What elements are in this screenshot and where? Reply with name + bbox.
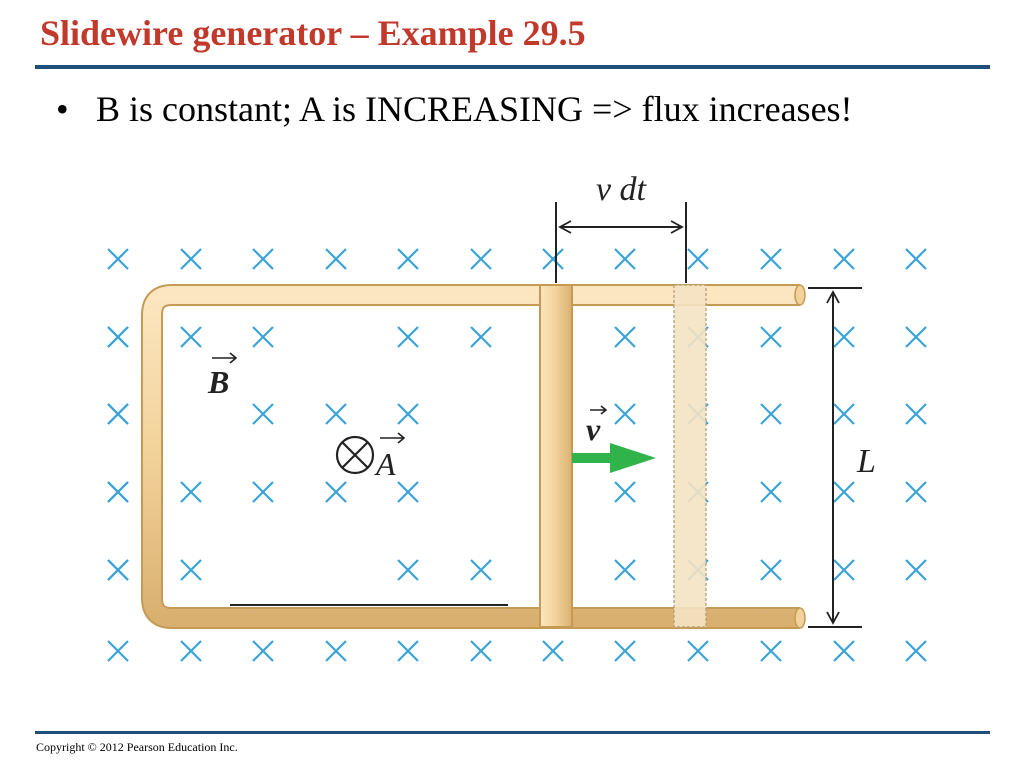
field-x-icon bbox=[107, 481, 129, 503]
field-x-icon bbox=[760, 481, 782, 503]
title-divider bbox=[35, 65, 990, 69]
field-x-icon bbox=[252, 248, 274, 270]
copyright-notice: Copyright © 2012 Pearson Education Inc. bbox=[36, 740, 238, 754]
vdt-dimension bbox=[555, 202, 687, 283]
field-x-icon bbox=[325, 248, 347, 270]
field-x-icon bbox=[614, 559, 636, 581]
field-x-icon bbox=[760, 326, 782, 348]
field-x-icon bbox=[180, 326, 202, 348]
field-x-icon bbox=[905, 326, 927, 348]
velocity-label: v bbox=[586, 405, 608, 447]
field-x-icon bbox=[905, 403, 927, 425]
field-x-icon bbox=[833, 248, 855, 270]
field-x-icon bbox=[180, 248, 202, 270]
field-x-icon bbox=[614, 481, 636, 503]
field-x-icon bbox=[905, 248, 927, 270]
label-v: v bbox=[586, 411, 601, 447]
sliding-rod-ghost bbox=[673, 284, 707, 628]
field-x-icon bbox=[180, 559, 202, 581]
field-x-icon bbox=[905, 559, 927, 581]
field-x-icon bbox=[833, 403, 855, 425]
field-x-icon bbox=[833, 326, 855, 348]
field-x-icon bbox=[107, 248, 129, 270]
field-x-icon bbox=[325, 481, 347, 503]
label-B: B bbox=[207, 364, 229, 400]
field-x-icon bbox=[397, 248, 419, 270]
field-x-icon bbox=[180, 640, 202, 662]
field-x-icon bbox=[905, 481, 927, 503]
field-x-icon bbox=[252, 640, 274, 662]
field-x-icon bbox=[325, 640, 347, 662]
slide-title: Slidewire generator – Example 29.5 bbox=[40, 13, 586, 53]
field-x-icon bbox=[470, 326, 492, 348]
field-x-icon bbox=[833, 640, 855, 662]
field-x-icon bbox=[397, 326, 419, 348]
field-x-icon bbox=[397, 640, 419, 662]
field-x-icon bbox=[107, 559, 129, 581]
field-x-icon bbox=[470, 640, 492, 662]
field-x-icon bbox=[614, 640, 636, 662]
field-x-icon bbox=[542, 248, 564, 270]
field-x-icon bbox=[470, 248, 492, 270]
field-x-icon bbox=[252, 481, 274, 503]
area-vector-into-page-icon bbox=[335, 435, 375, 475]
field-x-icon bbox=[397, 559, 419, 581]
label-L: L bbox=[856, 443, 876, 480]
field-x-icon bbox=[397, 481, 419, 503]
field-x-icon bbox=[614, 248, 636, 270]
field-x-icon bbox=[542, 640, 564, 662]
field-x-icon bbox=[325, 403, 347, 425]
field-x-icon bbox=[760, 559, 782, 581]
field-x-icon bbox=[760, 640, 782, 662]
label-A: A bbox=[374, 446, 396, 482]
field-x-icon bbox=[470, 559, 492, 581]
field-x-icon bbox=[107, 403, 129, 425]
field-x-icon bbox=[252, 326, 274, 348]
field-x-icon bbox=[760, 248, 782, 270]
field-x-icon bbox=[760, 403, 782, 425]
field-x-icon bbox=[833, 559, 855, 581]
bullet-text: B is constant; A is INCREASING => flux i… bbox=[96, 89, 853, 129]
footer-divider bbox=[35, 731, 990, 734]
inner-field-marks bbox=[107, 326, 492, 581]
length-dimension bbox=[808, 287, 862, 628]
bullet-point: • B is constant; A is INCREASING => flux … bbox=[56, 88, 853, 130]
sliding-rod bbox=[539, 284, 573, 628]
field-x-icon bbox=[397, 403, 419, 425]
field-x-icon bbox=[107, 640, 129, 662]
field-x-icon bbox=[107, 326, 129, 348]
field-x-icon bbox=[833, 481, 855, 503]
label-vdt: v dt bbox=[596, 171, 648, 208]
velocity-arrow bbox=[572, 443, 656, 473]
field-x-icon bbox=[687, 248, 709, 270]
field-x-icon bbox=[614, 326, 636, 348]
a-vector-label: A bbox=[374, 432, 406, 482]
field-x-icon bbox=[614, 403, 636, 425]
field-x-icon bbox=[905, 640, 927, 662]
bullet-dot-icon: • bbox=[56, 89, 69, 129]
u-shaped-rail bbox=[141, 284, 806, 629]
field-x-icon bbox=[180, 481, 202, 503]
field-x-icon bbox=[687, 640, 709, 662]
b-field-label: B bbox=[207, 352, 238, 400]
field-x-icon bbox=[252, 403, 274, 425]
